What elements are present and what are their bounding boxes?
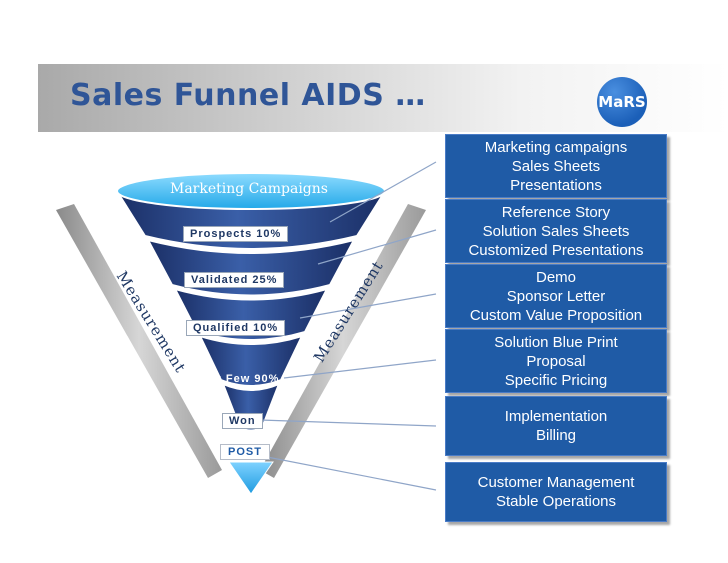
- slide-title: Sales Funnel AIDS …: [70, 78, 426, 113]
- connector-lines: [259, 161, 437, 491]
- connector-line: [317, 229, 437, 265]
- connector-line: [329, 161, 437, 223]
- funnel-tip: [228, 461, 274, 495]
- stage-box-2: Reference Story Solution Sales Sheets Cu…: [445, 199, 667, 263]
- connector-line: [261, 455, 437, 491]
- stage-box-line: Solution Sales Sheets: [482, 222, 630, 240]
- stage-label-validated: Validated 25%: [184, 272, 285, 288]
- stage-box-line: Marketing campaigns: [484, 138, 628, 156]
- stage-box-6: Customer Management Stable Operations: [445, 462, 667, 522]
- stage-box-line: Reference Story: [501, 203, 611, 221]
- stage-box-line: Billing: [535, 427, 577, 444]
- stage-label-qualified: Qualified 10%: [186, 320, 286, 336]
- stage-box-line: Demo: [535, 268, 576, 286]
- connector-line: [299, 293, 437, 319]
- stage-box-3: Demo Sponsor Letter Custom Value Proposi…: [445, 264, 667, 328]
- funnel-band: [198, 334, 304, 387]
- stage-label-post: POST: [220, 444, 270, 460]
- mars-logo: MaRS: [597, 77, 647, 127]
- stage-box-line: Solution Blue Print: [494, 333, 618, 351]
- stage-box-line: Specific Pricing: [504, 371, 608, 389]
- stage-box-line: Sponsor Letter: [506, 287, 606, 305]
- stage-box-line: Implementation: [504, 408, 608, 425]
- connector-line: [259, 419, 437, 427]
- stage-box-line: Custom Value Proposition: [469, 306, 643, 324]
- stage-label-prospects: Prospects 10%: [183, 226, 289, 242]
- stage-box-line: Proposal: [526, 352, 586, 370]
- connector-line: [283, 359, 437, 379]
- stage-label-best-few: Best Few 90%: [194, 373, 280, 385]
- left-wall: [56, 204, 222, 478]
- stage-label-won: Won: [222, 413, 263, 429]
- stage-box-4: Solution Blue Print Proposal Specific Pr…: [445, 329, 667, 393]
- stage-box-line: Sales Sheets: [511, 157, 601, 175]
- stage-box-5: Implementation Billing: [445, 396, 667, 456]
- stage-box-1: Marketing campaigns Sales Sheets Present…: [445, 134, 667, 198]
- funnel-top-label: Marketing Campaigns: [170, 181, 328, 197]
- right-wall: [260, 204, 426, 478]
- stage-box-line: Customer Management: [477, 474, 635, 491]
- stage-box-line: Customized Presentations: [468, 241, 644, 259]
- stage-box-line: Stable Operations: [495, 493, 617, 510]
- stage-box-line: Presentations: [510, 176, 602, 194]
